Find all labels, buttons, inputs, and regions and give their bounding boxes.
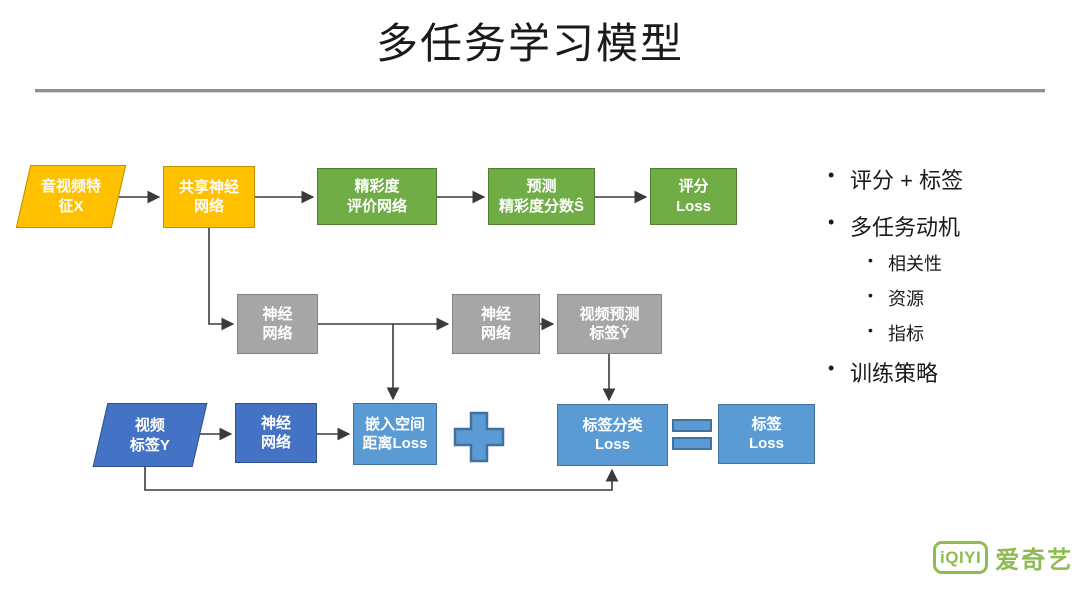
node-predicted-video-label[interactable]: 视频预测 标签Ŷ <box>557 294 662 354</box>
node-label: 标签Ŷ <box>589 325 630 342</box>
connector-shared-to-nn1 <box>208 228 235 331</box>
node-nn2[interactable]: 神经 网络 <box>452 294 540 354</box>
node-label: 标签Y <box>129 436 170 453</box>
node-label: 标签 <box>751 415 782 433</box>
node-score-loss[interactable]: 评分 Loss <box>650 168 737 225</box>
iqiyi-logo: iQIYI 爱奇艺 <box>933 540 1073 575</box>
node-label: Loss <box>748 435 784 452</box>
node-label: 标签分类 <box>582 416 643 434</box>
node-label: 网络 <box>262 325 293 342</box>
node-nn1[interactable]: 神经 网络 <box>237 294 318 354</box>
plus-operator-icon <box>453 411 505 463</box>
node-label: Loss <box>675 197 711 215</box>
node-label: 神经 <box>480 305 511 323</box>
node-label: 预测 <box>526 178 557 195</box>
node-label: 嵌入空间 <box>364 415 425 433</box>
node-label: 网络 <box>480 325 511 342</box>
note-subitem-correlation: 相关性 <box>862 250 1072 276</box>
node-label: Loss <box>594 436 630 453</box>
node-shared-network[interactable]: 共享神经 网络 <box>163 166 255 228</box>
iqiyi-logo-mark-icon: iQIYI <box>933 541 989 574</box>
node-predicted-highlight-score[interactable]: 预测 精彩度分数Ŝ <box>488 168 595 225</box>
page-title: 多任务学习模型 <box>375 20 684 67</box>
node-label: 评价网络 <box>346 197 407 215</box>
title-divider <box>35 89 1045 93</box>
note-label: 资源 <box>888 289 924 309</box>
node-tag-classification-loss[interactable]: 标签分类 Loss <box>557 404 668 466</box>
node-embedding-distance-loss[interactable]: 嵌入空间 距离Loss <box>353 403 437 465</box>
node-label: 神经 <box>260 414 291 432</box>
note-subitem-resources: 资源 <box>862 285 1072 311</box>
node-label: 征X <box>58 197 84 215</box>
note-sublist: 相关性 资源 指标 <box>862 250 1072 346</box>
node-label: 精彩度 <box>354 178 400 195</box>
note-label: 指标 <box>888 324 924 344</box>
node-label: 网络 <box>260 434 291 451</box>
node-label: 神经 <box>262 305 293 323</box>
note-label: 相关性 <box>888 254 942 274</box>
node-label: 视频 <box>134 416 165 434</box>
notes-list: 评分 + 标签 多任务动机 相关性 资源 指标 训练策略 <box>822 163 1072 403</box>
note-item-score-plus-tag: 评分 + 标签 <box>822 163 1072 195</box>
note-item-multitask-motivation: 多任务动机 <box>822 210 1072 242</box>
node-nn3[interactable]: 神经 网络 <box>235 403 317 463</box>
node-tag-loss[interactable]: 标签 Loss <box>718 404 815 464</box>
note-item-training-strategy: 训练策略 <box>822 356 1072 388</box>
equals-operator-icon <box>672 419 712 450</box>
node-label: 网络 <box>193 198 224 215</box>
node-highlight-eval-network[interactable]: 精彩度 评价网络 <box>317 168 437 225</box>
node-label: 共享神经 <box>178 178 239 196</box>
node-label: 评分 <box>678 178 709 195</box>
note-subitem-metrics: 指标 <box>862 320 1072 346</box>
note-label: 训练策略 <box>850 361 939 386</box>
note-label: 评分 + 标签 <box>850 168 964 193</box>
node-label: 视频预测 <box>579 305 640 323</box>
node-label: 距离Loss <box>362 435 428 452</box>
node-video-label[interactable]: 视频 标签Y <box>92 403 208 467</box>
connector-video-label-to-tag-classification-loss <box>144 467 619 491</box>
node-input-features[interactable]: 音视频特 征X <box>15 165 127 228</box>
note-label: 多任务动机 <box>850 215 961 240</box>
iqiyi-logo-cn-text: 爱奇艺 <box>995 547 1074 574</box>
node-label: 音视频特 <box>40 178 101 195</box>
node-label: 精彩度分数Ŝ <box>498 197 584 215</box>
